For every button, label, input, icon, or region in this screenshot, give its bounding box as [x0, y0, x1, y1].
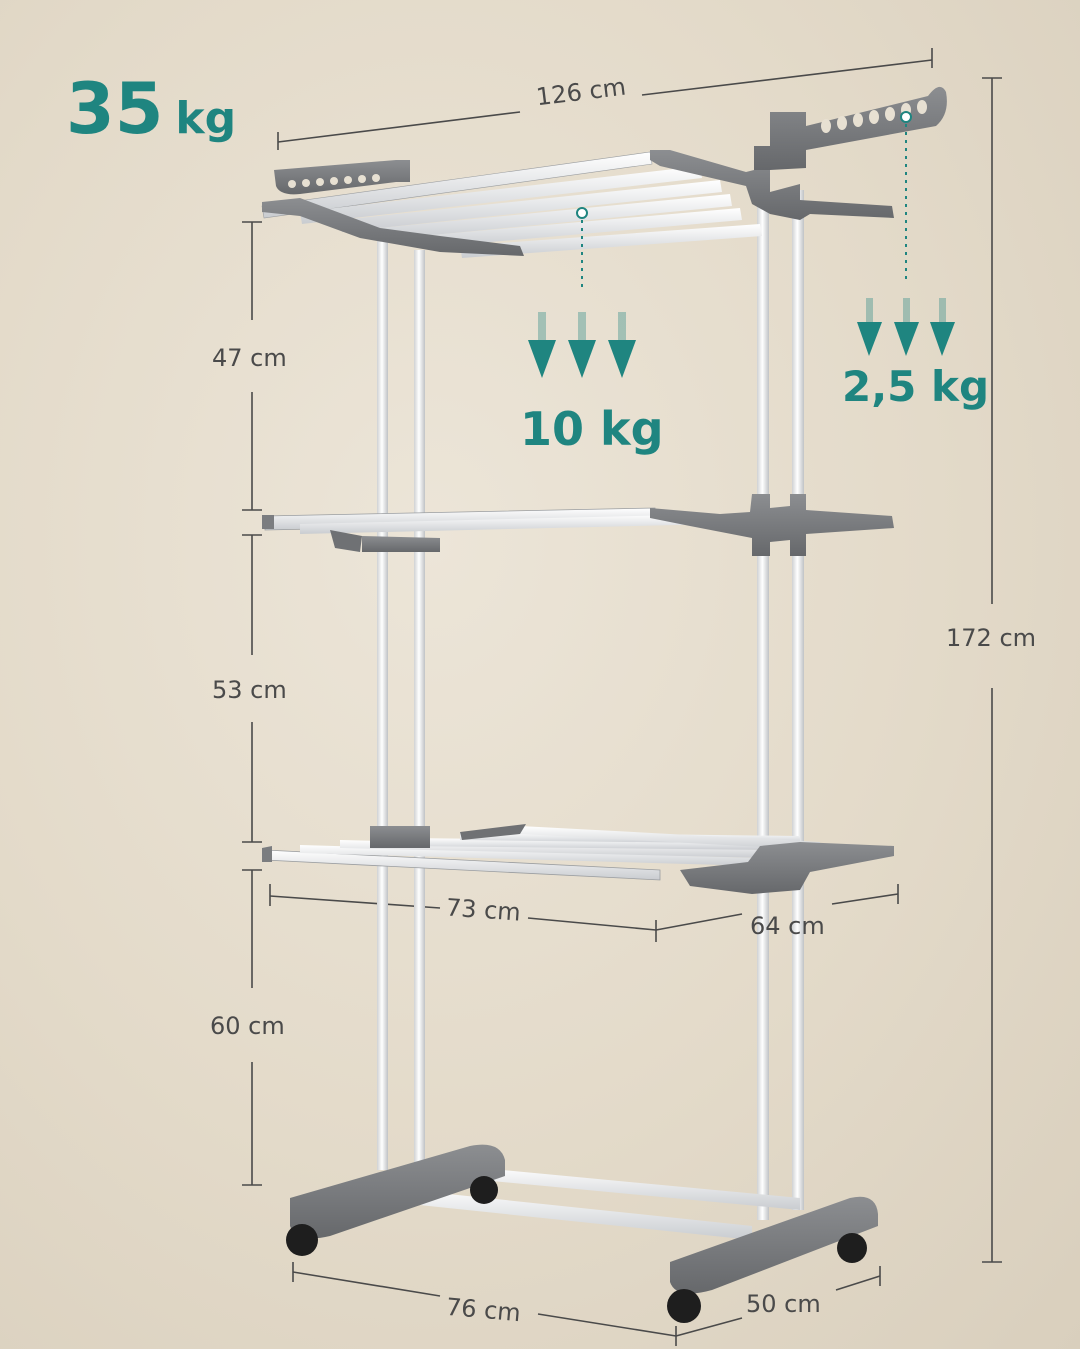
- vertical-poles: [377, 190, 804, 1220]
- down-arrow-icon: [930, 298, 955, 356]
- total-capacity-unit: kg: [175, 93, 237, 144]
- down-arrow-icon: [608, 312, 636, 378]
- middle-shelf: [262, 494, 894, 556]
- dimension-base-length: 76 cm: [444, 1292, 522, 1328]
- down-arrow-icon: [894, 298, 919, 356]
- dimension-base-to-bottom-tier: 60 cm: [210, 1012, 285, 1040]
- dimension-shelf-depth: 64 cm: [750, 912, 825, 940]
- down-arrow-icon: [528, 312, 556, 378]
- load-indicator-wing: [900, 111, 912, 284]
- middle-load-label: 10 kg: [520, 402, 664, 456]
- dimension-total-height: 172 cm: [946, 624, 1037, 652]
- dimension-base-depth: 50 cm: [746, 1290, 821, 1318]
- down-arrow-icon: [857, 298, 882, 356]
- dimension-lines: [242, 48, 1002, 1346]
- base-frame: [286, 1144, 878, 1323]
- down-arrow-icon: [568, 312, 596, 378]
- dimension-shelf-length: 73 cm: [445, 893, 522, 927]
- total-capacity-value: 35: [66, 68, 164, 150]
- load-indicator-middle: [576, 207, 588, 288]
- dimension-tier-gap-middle: 53 cm: [212, 676, 287, 704]
- dimension-tier-gap-top: 47 cm: [212, 344, 287, 372]
- bottom-shelf: [262, 824, 894, 894]
- wing-load-label: 2,5 kg: [842, 362, 990, 411]
- top-shelf: [261, 86, 947, 258]
